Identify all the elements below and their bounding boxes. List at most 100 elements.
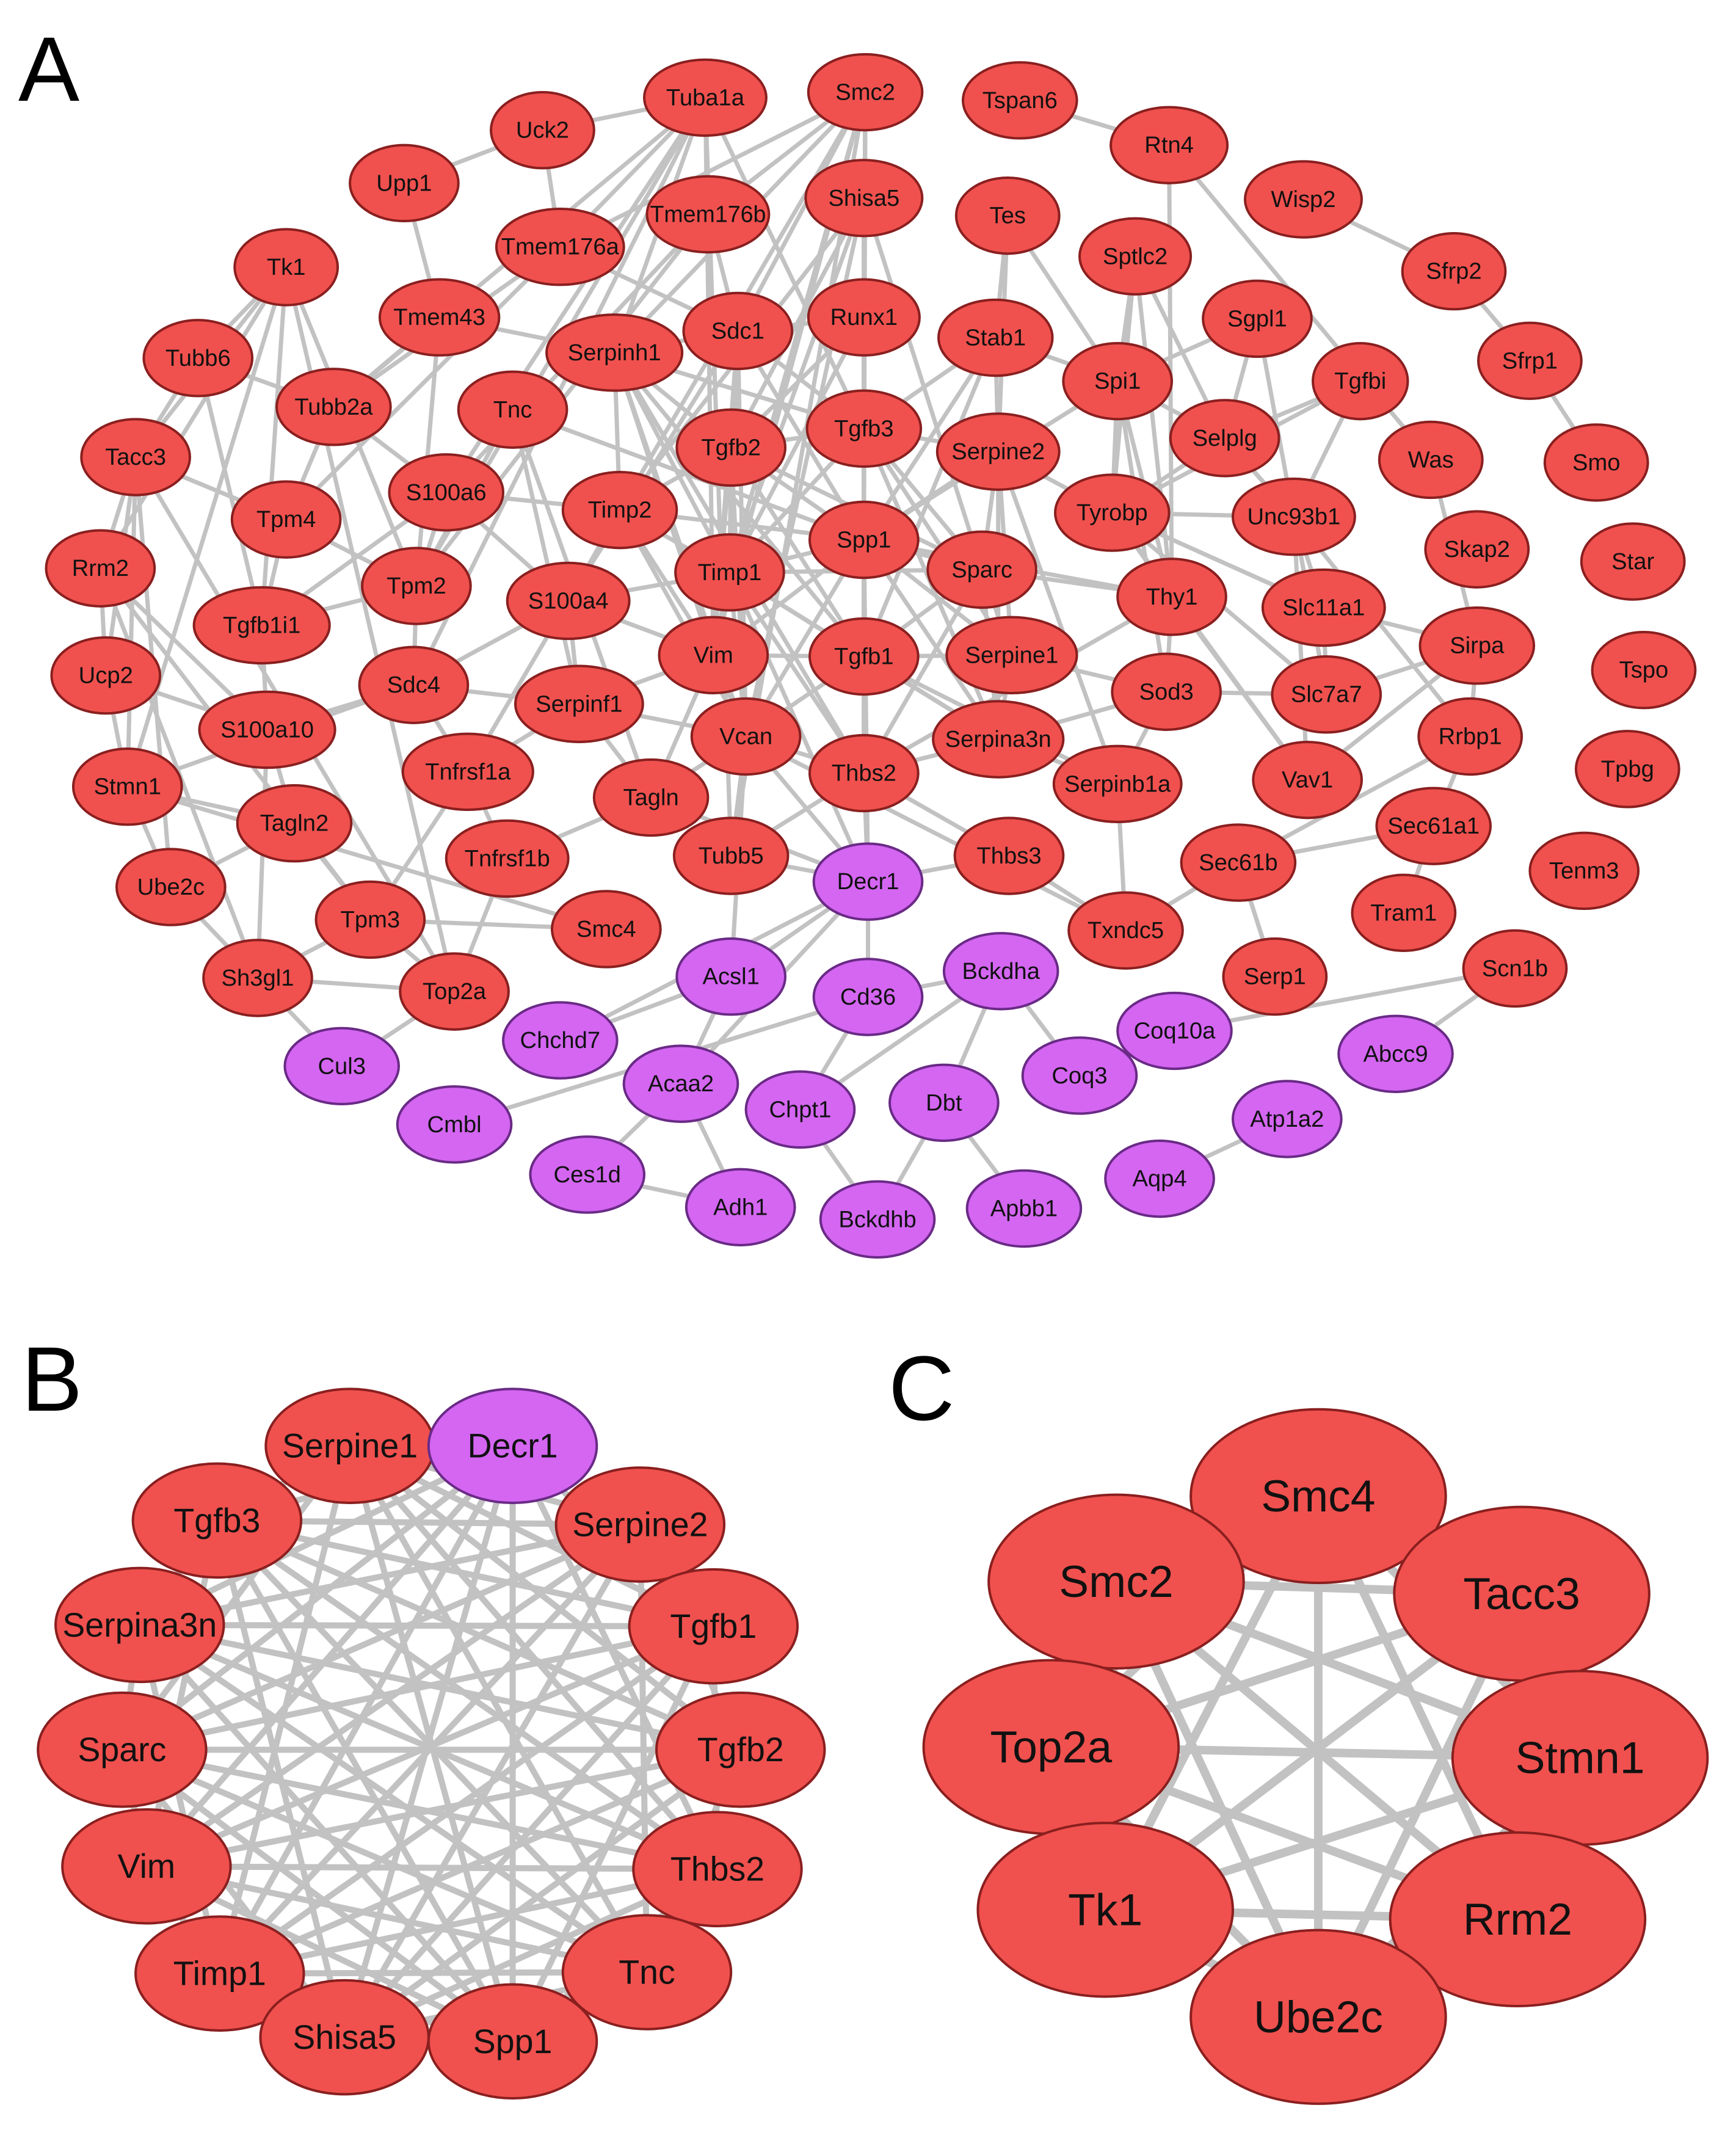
panel-a-node-tnfrsf1b: Tnfrsf1b xyxy=(445,819,570,898)
panel-a-node-sdc1: Sdc1 xyxy=(682,291,794,371)
panel-a-node-tpbg: Tpbg xyxy=(1574,730,1680,809)
panel-b-node-shape xyxy=(427,1387,598,1504)
panel-a-node-shape xyxy=(71,747,183,826)
panel-a-node-coq10a: Coq10a xyxy=(1116,991,1233,1071)
panel-a-node-top2a: Top2a xyxy=(399,952,510,1031)
panel-a-node-vav1: Vav1 xyxy=(1252,740,1363,820)
panel-b-edge xyxy=(214,1517,717,1630)
panel-a-node-label: Tubb2a xyxy=(294,394,373,420)
panel-a-node-label: Ces1d xyxy=(554,1162,621,1188)
panel-b-node-vim: Vim xyxy=(61,1808,232,1925)
panel-c-node-smc4: Smc4 xyxy=(1189,1408,1447,1585)
panel-a-node-label: Tnc xyxy=(493,396,532,423)
panel-a-node-label: Slc7a7 xyxy=(1291,682,1362,708)
panel-b-edge xyxy=(143,1517,220,1870)
panel-a-node-label: Rrm2 xyxy=(72,555,129,581)
panel-c-node-tacc3: Tacc3 xyxy=(1393,1505,1651,1682)
panel-a-node-label: Tgfbi xyxy=(1334,368,1386,395)
panel-a-node-label: Spp1 xyxy=(837,526,891,553)
panel-a-node-shape xyxy=(1580,522,1686,601)
panel-a-node-shape xyxy=(965,1169,1083,1248)
panel-b-edge xyxy=(143,1623,717,1870)
panel-a-node-s100a10: S100a10 xyxy=(198,690,336,769)
panel-a-node-stab1: Stab1 xyxy=(937,298,1054,377)
panel-a-node-timp2: Timp2 xyxy=(561,470,678,550)
panel-c-node-label: Smc2 xyxy=(1059,1557,1173,1607)
panel-b-node-thbs2: Thbs2 xyxy=(632,1811,803,1927)
panel-a-node-spi1: Spi1 xyxy=(1062,341,1174,421)
panel-a-node-shape xyxy=(690,697,802,776)
panel-b-node-label: Serpina3n xyxy=(62,1606,217,1644)
panel-a-node-tpm3: Tpm3 xyxy=(314,880,426,959)
panel-a-node-tspan6: Tspan6 xyxy=(961,61,1078,140)
panel-a-node-rtn4: Rtn4 xyxy=(1110,106,1229,184)
panel-a-node-shape xyxy=(283,1027,401,1105)
panel-a-node-shape xyxy=(457,370,568,449)
panel-a-node-shape xyxy=(937,298,1054,377)
panel-c-node-shape xyxy=(987,1493,1245,1670)
panel-a-node-label: Rrbp1 xyxy=(1439,724,1502,750)
panel-b-node-shape xyxy=(632,1811,803,1927)
panel-a-edge xyxy=(1291,514,1473,739)
panel-a-node-label: Tram1 xyxy=(1370,900,1437,926)
panel-a-node-shape xyxy=(945,616,1078,694)
panel-a-node-serpinf1: Serpinf1 xyxy=(514,664,644,743)
panel-a-node-label: Rtn4 xyxy=(1144,132,1194,158)
panel-a-node-shape xyxy=(1021,1036,1138,1115)
panel-a-node-shape xyxy=(1591,631,1697,710)
panel-a-edge xyxy=(414,315,442,589)
panel-a-node-label: Skap2 xyxy=(1444,536,1510,562)
panel-a-node-sh3gl1: Sh3gl1 xyxy=(202,939,313,1017)
panel-a-node-sparc: Sparc xyxy=(926,530,1037,609)
panel-a-node-label: Tspan6 xyxy=(982,87,1058,114)
panel-c-node-shape xyxy=(1389,1831,1647,2008)
panel-a-node-shape xyxy=(230,480,342,559)
panel-a-node-unc93b1: Unc93b1 xyxy=(1231,478,1356,556)
panel-b-node-label: Tgfb2 xyxy=(697,1731,784,1769)
panel-a-node-label: Atp1a2 xyxy=(1250,1106,1324,1132)
panel-a-node-tuba1a: Tuba1a xyxy=(643,58,768,137)
panel-c-node-rrm2: Rrm2 xyxy=(1389,1831,1647,2008)
panel-a-node-slc7a7: Slc7a7 xyxy=(1271,655,1382,734)
panel-a-node-label: Coq10a xyxy=(1134,1018,1216,1044)
panel-a-node-serp1: Serp1 xyxy=(1222,937,1328,1016)
panel-b-edge xyxy=(509,1442,721,1872)
panel-label-c: C xyxy=(888,1337,954,1439)
panel-a-node-label: Adh1 xyxy=(713,1194,768,1220)
panel-a-node-tubb5: Tubb5 xyxy=(672,816,790,895)
panel-a-node-label: Tuba1a xyxy=(666,84,745,111)
panel-a-node-label: Acsl1 xyxy=(702,964,759,990)
panel-b-node-tgfb1: Tgfb1 xyxy=(628,1568,799,1685)
panel-a-node-label: Tpm2 xyxy=(387,573,446,599)
panel-a-node-label: Thbs3 xyxy=(976,843,1041,869)
panel-a-node-shape xyxy=(198,690,336,769)
panel-a-edge xyxy=(1133,254,1174,599)
panel-a-node-label: Sec61b xyxy=(1199,849,1278,876)
panel-a-node-label: Serpinf1 xyxy=(536,691,622,717)
panel-b-node-serpine1: Serpine1 xyxy=(264,1387,435,1504)
panel-a-node-label: Star xyxy=(1611,548,1654,575)
panel-a-node-sod3: Sod3 xyxy=(1111,652,1222,731)
panel-b-node-serpine2: Serpine2 xyxy=(554,1466,726,1583)
panel-a-node-smo: Smo xyxy=(1543,423,1649,502)
panel-a-node-shape xyxy=(401,732,534,811)
panel-a-node-label: Tyrobp xyxy=(1077,500,1148,526)
panel-a-edge xyxy=(125,784,609,931)
panel-a-edge xyxy=(510,407,581,707)
panel-a-node-tagln: Tagln xyxy=(592,758,710,837)
panel-a-node-shape xyxy=(1543,423,1649,502)
panel-a-node-label: Aqp4 xyxy=(1132,1166,1186,1192)
panel-a-node-label: Sdc1 xyxy=(711,318,764,344)
panel-a-node-label: Decr1 xyxy=(837,868,899,895)
panel-a-node-shape xyxy=(888,1063,1000,1142)
panel-a-node-label: Cmbl xyxy=(427,1111,482,1138)
panel-a-node-sirpa: Sirpa xyxy=(1418,606,1536,685)
panel-a-node-label: Tubb5 xyxy=(699,843,764,869)
panel-a-node-rrbp1: Rrbp1 xyxy=(1417,697,1524,776)
panel-c-node-label: Ube2c xyxy=(1254,1992,1383,2042)
panel-a-node-label: Tgfb2 xyxy=(701,434,761,460)
panel-a-node-s100a6: S100a6 xyxy=(388,453,505,532)
panel-a-node-tgfb3: Tgfb3 xyxy=(805,389,923,468)
panel-a-node-label: Tgfb1 xyxy=(834,644,894,670)
panel-a-node-shape xyxy=(1116,558,1227,636)
